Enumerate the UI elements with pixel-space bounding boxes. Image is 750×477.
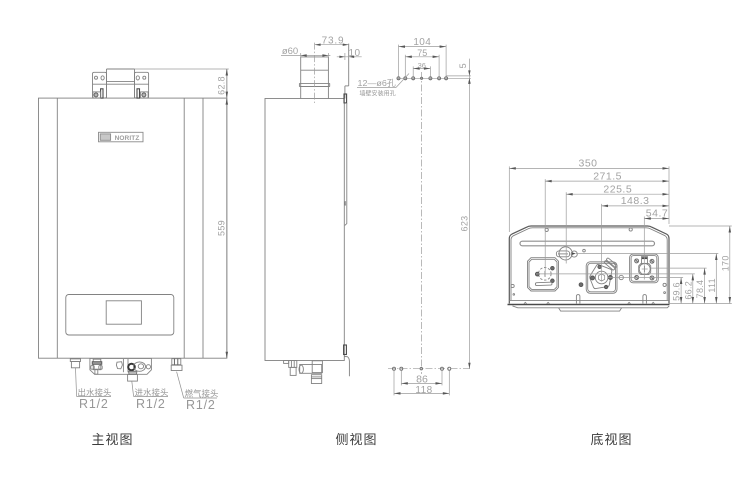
svg-text:R1/2: R1/2 (136, 397, 166, 411)
svg-text:进水接头: 进水接头 (135, 387, 170, 397)
svg-text:燃气接头: 燃气接头 (185, 389, 220, 399)
svg-text:侧视图: 侧视图 (335, 432, 377, 447)
svg-text:559: 559 (217, 220, 227, 236)
svg-text:62.8: 62.8 (217, 76, 227, 95)
svg-text:350: 350 (578, 158, 597, 170)
svg-text:12—ø6孔: 12—ø6孔 (358, 78, 397, 88)
svg-text:底视图: 底视图 (590, 432, 632, 447)
svg-text:271.5: 271.5 (593, 170, 622, 182)
svg-text:148.3: 148.3 (621, 195, 650, 207)
svg-text:73.9: 73.9 (322, 35, 345, 46)
svg-text:5: 5 (458, 63, 468, 68)
svg-text:75: 75 (417, 48, 427, 58)
svg-text:59.6: 59.6 (672, 282, 682, 301)
svg-text:ø60: ø60 (282, 46, 298, 57)
svg-text:78.4: 78.4 (695, 280, 705, 299)
svg-text:111: 111 (707, 278, 717, 293)
svg-text:主视图: 主视图 (91, 432, 133, 447)
svg-text:225.5: 225.5 (603, 183, 632, 195)
svg-text:623: 623 (460, 216, 470, 232)
svg-text:R1/2: R1/2 (79, 397, 109, 411)
svg-text:86: 86 (416, 374, 428, 386)
svg-text:104: 104 (413, 37, 431, 48)
svg-text:54.7: 54.7 (646, 208, 668, 220)
svg-text:36: 36 (418, 61, 426, 70)
svg-text:170: 170 (720, 255, 730, 271)
svg-text:10: 10 (349, 48, 361, 59)
svg-text:出水接头: 出水接头 (78, 387, 113, 397)
svg-text:66.2: 66.2 (683, 281, 693, 300)
svg-text:R1/2: R1/2 (186, 398, 216, 412)
svg-text:118: 118 (415, 385, 432, 396)
svg-text:NORITZ: NORITZ (115, 135, 140, 142)
svg-text:墙壁安装用孔: 墙壁安装用孔 (360, 90, 396, 98)
